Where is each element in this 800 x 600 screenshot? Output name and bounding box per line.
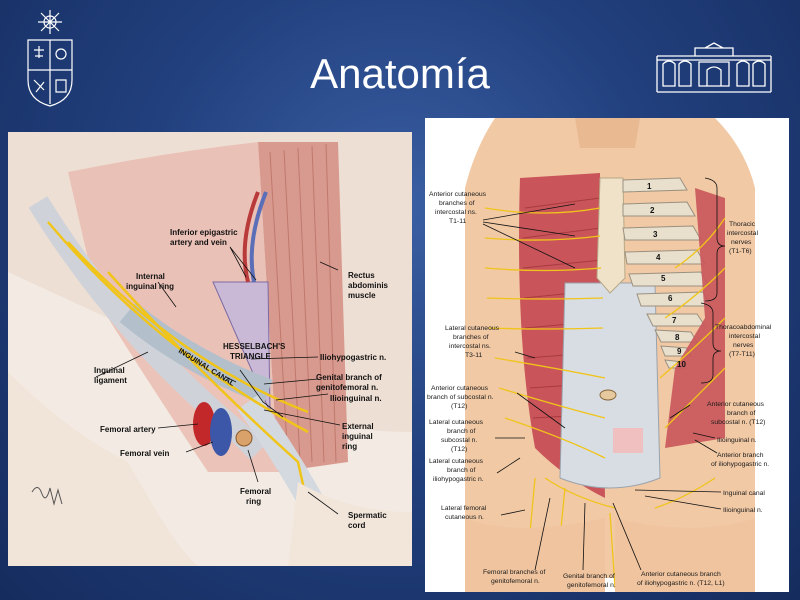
label-ant-cut-iliohypo-2: of iliohypogastric n. (T12, L1)	[637, 580, 725, 587]
label-inguinal-ligament-2: ligament	[94, 376, 127, 385]
rib-number-2: 2	[650, 206, 655, 215]
rib-number-9: 9	[677, 347, 682, 356]
label-lat-cut-1: Lateral cutaneous	[445, 325, 500, 332]
label-inguinal-ligament-1: Inguinal	[94, 366, 125, 375]
label-ant-cut-3: intercostal ns.	[435, 209, 477, 216]
label-ant-subcostal-2: branch of subcostal n.	[427, 394, 494, 401]
label-hesselbach-1: HESSELBACH'S	[223, 342, 286, 351]
label-femoral-ring-2: ring	[246, 497, 261, 506]
label-inguinal-canal-r: Inguinal canal	[723, 490, 765, 497]
label-external-ring-2: inguinal	[342, 432, 373, 441]
label-ilioinguinal-r: Ilioinguinal n.	[717, 437, 757, 444]
label-ant-cut-1: Anterior cutaneous	[429, 191, 487, 198]
label-femoral-vein: Femoral vein	[120, 449, 169, 458]
label-ant-iliohypo-2: of iliohypogastric n.	[711, 461, 769, 468]
label-lat-cut-4: T3-11	[465, 352, 482, 359]
label-lat-subcostal-1: Lateral cutaneous	[429, 419, 484, 426]
label-genital-br-2: genitofemoral n.	[567, 582, 616, 589]
label-genital-branch-2: genitofemoral n.	[316, 383, 378, 392]
rib-number-1: 1	[647, 182, 652, 191]
artist-signature	[31, 487, 63, 506]
label-ant-subcostal-r3: subcostal n. (T12)	[711, 419, 765, 426]
label-thoracoabd-4: (T7-T11)	[729, 351, 755, 358]
label-thoracic-3: nerves	[731, 239, 752, 246]
label-thoracic-1: Thoracic	[729, 221, 756, 228]
label-ilioinguinal-r2: Ilioinguinal n.	[723, 507, 763, 514]
rib-number-5: 5	[661, 274, 666, 283]
label-lat-iliohypo-3: iliohypogastric n.	[433, 476, 484, 483]
label-femoral-br-2: genitofemoral n.	[491, 578, 540, 585]
label-lat-femoral-1: Lateral femoral	[441, 505, 487, 512]
label-lat-cut-2: branches of	[453, 334, 489, 341]
label-rectus-1: Rectus	[348, 271, 375, 280]
label-lat-subcostal-2: branch of	[447, 428, 475, 435]
label-genital-branch-1: Genital branch of	[316, 373, 382, 382]
label-inferior-epigastric-1: Inferior epigastric	[170, 228, 238, 237]
inguinal-region-illustration: Inferior epigastric artery and vein Inte…	[8, 132, 412, 566]
label-femoral-br-1: Femoral branches of	[483, 569, 545, 576]
label-lat-femoral-2: cutaneous n.	[445, 514, 484, 521]
label-inferior-epigastric-2: artery and vein	[170, 238, 227, 247]
label-external-ring-3: ring	[342, 442, 357, 451]
rib-number-6: 6	[668, 294, 673, 303]
label-lat-iliohypo-1: Lateral cutaneous	[429, 458, 484, 465]
rib-number-3: 3	[653, 230, 658, 239]
label-ant-iliohypo-1: Anterior branch	[717, 452, 764, 459]
rib-number-7: 7	[672, 316, 677, 325]
label-thoracoabd-2: intercostal	[729, 333, 760, 340]
label-lat-subcostal-4: (T12)	[451, 446, 467, 453]
rib-number-4: 4	[656, 253, 661, 262]
label-ant-subcostal-3: (T12)	[451, 403, 467, 410]
label-spermatic-2: cord	[348, 521, 365, 530]
label-thoracoabd-3: nerves	[733, 342, 754, 349]
university-crest-logo	[27, 10, 73, 107]
label-rectus-2: abdominis	[348, 281, 389, 290]
label-femoral-ring-1: Femoral	[240, 487, 271, 496]
label-ant-subcostal-r1: Anterior cutaneous	[707, 401, 765, 408]
label-ant-subcostal-1: Anterior cutaneous	[431, 385, 489, 392]
label-ant-cut-iliohypo-1: Anterior cutaneous branch	[641, 571, 721, 578]
label-external-ring-1: External	[342, 422, 374, 431]
page-title: Anatomía	[310, 50, 490, 97]
label-internal-ring-2: inguinal ring	[126, 282, 174, 291]
label-femoral-artery: Femoral artery	[100, 425, 156, 434]
label-thoracoabd-1: Thoracoabdominal	[715, 324, 772, 331]
label-ant-cut-4: T1-11	[449, 218, 466, 225]
label-lat-iliohypo-2: branch of	[447, 467, 475, 474]
label-thoracic-4: (T1-T6)	[729, 248, 752, 255]
building-facade-logo	[656, 42, 772, 93]
label-thoracic-2: intercostal	[727, 230, 758, 237]
label-spermatic-1: Spermatic	[348, 511, 387, 520]
label-ilioinguinal: Ilioinguinal n.	[330, 394, 382, 403]
abdominal-nerves-svg: 1 2 3 4 5 6 7 8 9 10 Anterior cut	[425, 118, 789, 592]
label-iliohypogastric: Iliohypogastric n.	[320, 353, 386, 362]
label-rectus-3: muscle	[348, 291, 376, 300]
label-lat-subcostal-3: subcostal n.	[441, 437, 477, 444]
rib-number-10: 10	[677, 360, 686, 369]
abdominal-nerves-illustration: 1 2 3 4 5 6 7 8 9 10 Anterior cut	[425, 118, 789, 592]
label-ant-cut-2: branches of	[439, 200, 475, 207]
label-genital-br-1: Genital branch of	[563, 573, 615, 580]
inguinal-illustration-svg: Inferior epigastric artery and vein Inte…	[8, 132, 412, 566]
rib-number-8: 8	[675, 333, 680, 342]
label-hesselbach-2: TRIANGLE	[230, 352, 272, 361]
label-internal-ring-1: Internal	[136, 272, 165, 281]
label-ant-subcostal-r2: branch of	[727, 410, 755, 417]
label-lat-cut-3: intercostal ns.	[449, 343, 491, 350]
